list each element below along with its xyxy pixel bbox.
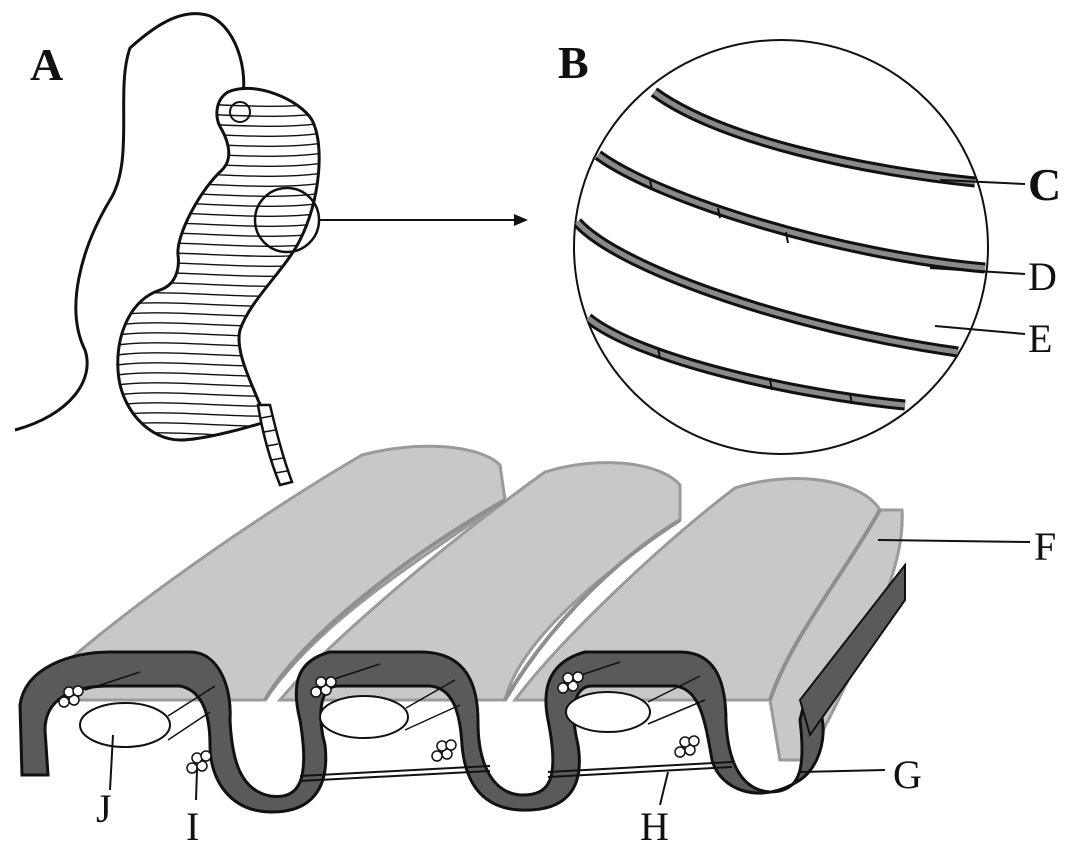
arrowhead <box>514 214 528 226</box>
panel-label-a: A <box>30 39 63 90</box>
callout-c: C <box>1028 159 1061 210</box>
chamber-j-1 <box>80 703 170 747</box>
leader-h <box>660 772 668 805</box>
callout-f: F <box>1034 524 1056 569</box>
leader-i <box>196 770 197 800</box>
callout-j: J <box>96 786 112 831</box>
callout-g: G <box>893 752 922 797</box>
leader-g <box>800 770 885 772</box>
callout-h: H <box>640 804 669 846</box>
callout-e: E <box>1028 316 1052 361</box>
chamber-j-2 <box>320 696 408 738</box>
panel-b-magnified <box>574 40 1025 454</box>
callout-i: I <box>186 804 199 846</box>
callout-d: D <box>1028 254 1057 299</box>
corrugated-structure <box>20 446 1030 812</box>
panel-label-b: B <box>558 37 589 88</box>
panel-a-organism <box>15 14 528 485</box>
magnified-disk <box>574 40 988 454</box>
chamber-j-3 <box>566 692 650 732</box>
